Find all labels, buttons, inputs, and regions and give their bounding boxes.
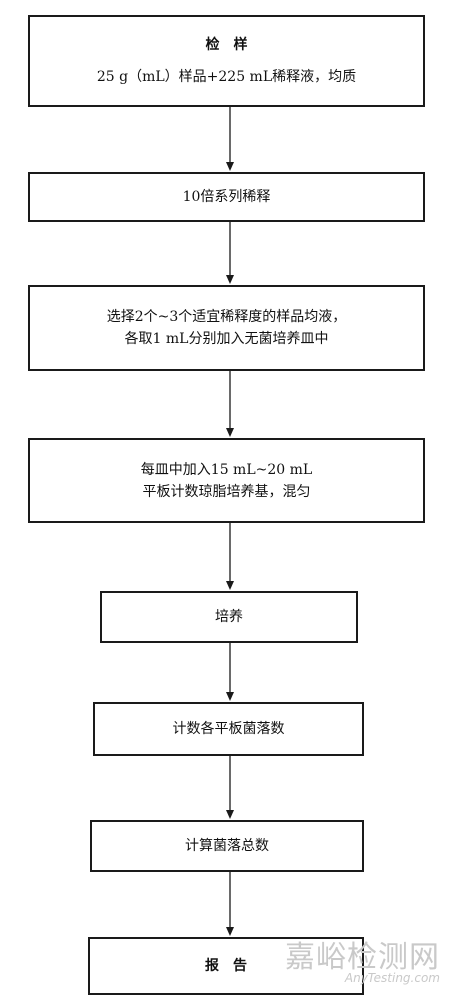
- step-incubate: 培养: [100, 591, 358, 643]
- step-select-dilution-line1: 选择2个~3个适宜稀释度的样品均液，: [106, 309, 347, 325]
- arrow-head: [226, 810, 234, 819]
- step-report-label: 报 告: [205, 958, 247, 974]
- arrow-4: [226, 523, 234, 590]
- step-sample-prep-title: 检 样: [205, 37, 248, 53]
- arrow-7: [226, 872, 234, 936]
- arrow-head: [226, 581, 234, 590]
- arrow-5: [226, 643, 234, 701]
- arrow-3: [226, 371, 234, 437]
- step-serial-dilution: 10倍系列稀释: [28, 172, 425, 222]
- step-calc-total: 计算菌落总数: [90, 820, 364, 872]
- step-sample-prep-detail: 25 g（mL）样品+225 mL稀释液，均质: [96, 69, 357, 85]
- step-report: 报 告: [88, 937, 364, 995]
- arrow-head: [226, 428, 234, 437]
- arrow-head: [226, 927, 234, 936]
- arrow-head: [226, 275, 234, 284]
- step-select-dilution-line2: 各取1 mL分别加入无菌培养皿中: [124, 331, 329, 347]
- arrow-head: [226, 692, 234, 701]
- step-count-colonies: 计数各平板菌落数: [93, 702, 364, 756]
- arrow-head: [226, 162, 234, 171]
- step-sample-prep: 检 样 25 g（mL）样品+225 mL稀释液，均质: [28, 15, 425, 107]
- step-add-agar-line1: 每皿中加入15 mL~20 mL: [140, 461, 313, 478]
- step-select-dilution: 选择2个~3个适宜稀释度的样品均液， 各取1 mL分别加入无菌培养皿中: [28, 285, 425, 371]
- step-incubate-label: 培养: [215, 609, 243, 625]
- step-calc-total-label: 计算菌落总数: [185, 838, 269, 854]
- step-add-agar: 每皿中加入15 mL~20 mL 平板计数琼脂培养基，混匀: [28, 438, 425, 523]
- step-count-colonies-label: 计数各平板菌落数: [172, 721, 285, 737]
- arrow-1: [226, 107, 234, 171]
- arrow-2: [226, 222, 234, 284]
- step-add-agar-line2: 平板计数琼脂培养基，混匀: [142, 483, 311, 500]
- arrow-6: [226, 756, 234, 819]
- step-serial-dilution-label: 10倍系列稀释: [182, 189, 271, 205]
